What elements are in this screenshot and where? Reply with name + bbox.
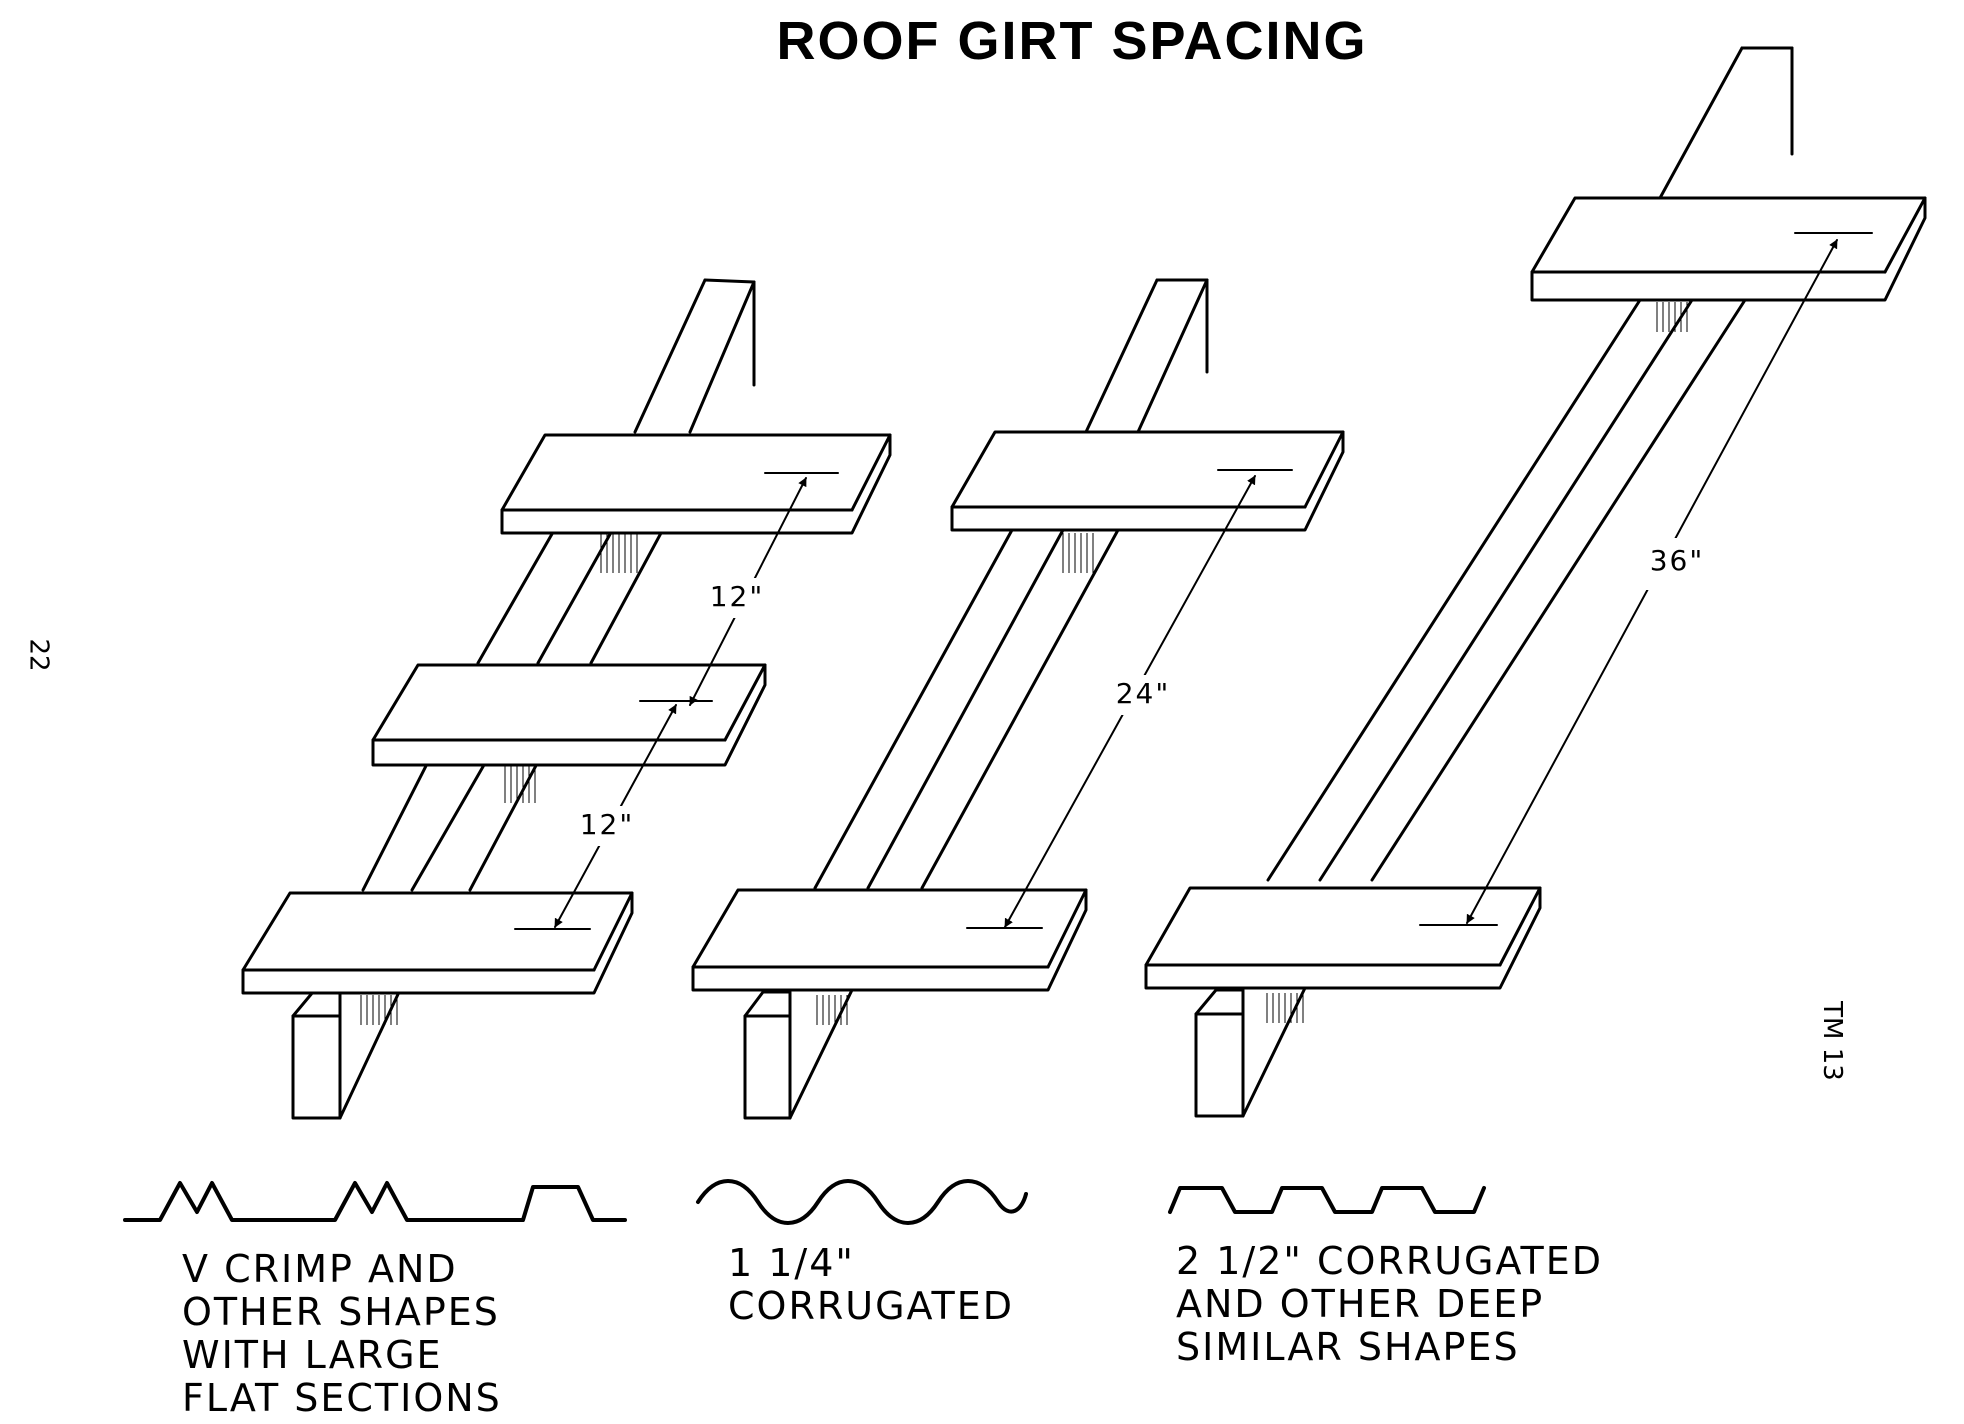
figure-title: ROOF GIRT SPACING <box>776 11 1368 71</box>
caption-deep-corrugated-line-2: AND OTHER DEEP <box>1176 1282 1545 1326</box>
caption-v-crimp-line-1: V CRIMP AND <box>182 1247 458 1291</box>
page-number: 22 <box>23 638 54 672</box>
caption-deep-corrugated-line-3: SIMILAR SHAPES <box>1176 1325 1520 1369</box>
middle-girt-bottom <box>691 888 1088 992</box>
left-girt-bottom <box>241 891 634 995</box>
left-girt-top <box>500 433 892 535</box>
caption-v-crimp-line-2: OTHER SHAPES <box>182 1290 500 1334</box>
left-girt-middle <box>371 663 767 767</box>
deep-corrugated-profile <box>1168 1186 1486 1214</box>
caption-corrugated-line-2: CORRUGATED <box>728 1284 1015 1328</box>
caption-deep-corrugated-line-1: 2 1/2" CORRUGATED <box>1176 1239 1604 1283</box>
v-crimp-profile <box>123 1181 627 1222</box>
figure-code: TM 13 <box>1816 1001 1847 1081</box>
left-lower-dim-label: 12" <box>580 808 635 841</box>
caption-corrugated: 1 1/4" CORRUGATED <box>728 1242 1014 1328</box>
caption-v-crimp-line-3: WITH LARGE <box>182 1333 443 1377</box>
caption-v-crimp-line-4: FLAT SECTIONS <box>182 1376 502 1420</box>
left-upper-dim-label: 12" <box>710 580 765 613</box>
right-dim-label: 36" <box>1650 544 1705 577</box>
middle-dim-label: 24" <box>1116 677 1171 710</box>
corrugated-wave-profile <box>696 1179 1028 1225</box>
right-girt-bottom <box>1144 886 1542 990</box>
caption-deep-corrugated: 2 1/2" CORRUGATED AND OTHER DEEP SIMILAR… <box>1176 1240 1603 1369</box>
right-girt-top <box>1530 196 1927 302</box>
caption-corrugated-line-1: 1 1/4" <box>728 1241 855 1285</box>
left-assembly: 12" 12" <box>241 278 892 1120</box>
caption-v-crimp: V CRIMP AND OTHER SHAPES WITH LARGE FLAT… <box>182 1248 502 1420</box>
left-rafter <box>291 278 756 1120</box>
middle-girt-top <box>950 430 1345 532</box>
right-assembly: 36" <box>1144 46 1927 1118</box>
middle-assembly: 24" <box>691 278 1345 1120</box>
